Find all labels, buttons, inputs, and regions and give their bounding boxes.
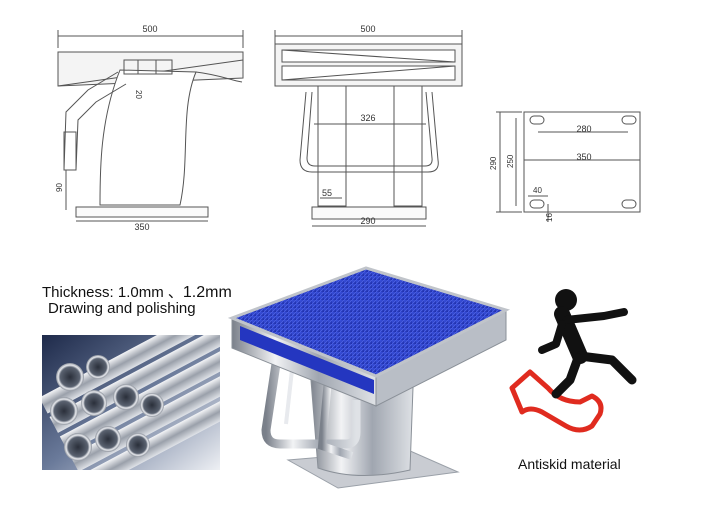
side-base-label: 350 [134, 222, 149, 232]
front-base-label: 290 [360, 216, 375, 226]
top-height-label: 290 [489, 156, 498, 170]
starting-block-render [228, 266, 510, 489]
side-width-label: 500 [142, 24, 157, 34]
side-view-drawing [57, 30, 244, 222]
technical-drawings: 500 20 90 350 500 326 55 290 [55, 24, 641, 232]
top-corner-width-label: 40 [533, 186, 542, 195]
side-height-label: 90 [55, 183, 64, 192]
antiskid-caption: Antiskid material [518, 456, 621, 472]
falling-person-icon [538, 289, 637, 399]
thickness-caption: Thickness: 1.0mm 、1.2mm [42, 281, 232, 302]
slip-warning-figure [509, 289, 637, 433]
top-view-drawing [496, 111, 641, 222]
top-slot-label: 280 [576, 124, 591, 134]
top-corner-height-label: 16 [545, 213, 554, 222]
thickness-prefix: Thickness: 1.0mm 、 [42, 284, 183, 301]
steel-tubes-photo [42, 335, 220, 470]
side-small-label: 20 [134, 90, 143, 99]
front-step-label: 55 [322, 188, 332, 198]
front-inner-label: 326 [360, 113, 375, 123]
front-view-drawing [274, 30, 463, 227]
top-inner-height-label: 250 [506, 154, 515, 168]
front-width-label: 500 [360, 24, 375, 34]
finish-caption: Drawing and polishing [48, 300, 196, 317]
top-width-label: 350 [576, 152, 591, 162]
thickness-value: 1.2mm [182, 284, 232, 301]
slip-footprint-icon [509, 369, 604, 433]
